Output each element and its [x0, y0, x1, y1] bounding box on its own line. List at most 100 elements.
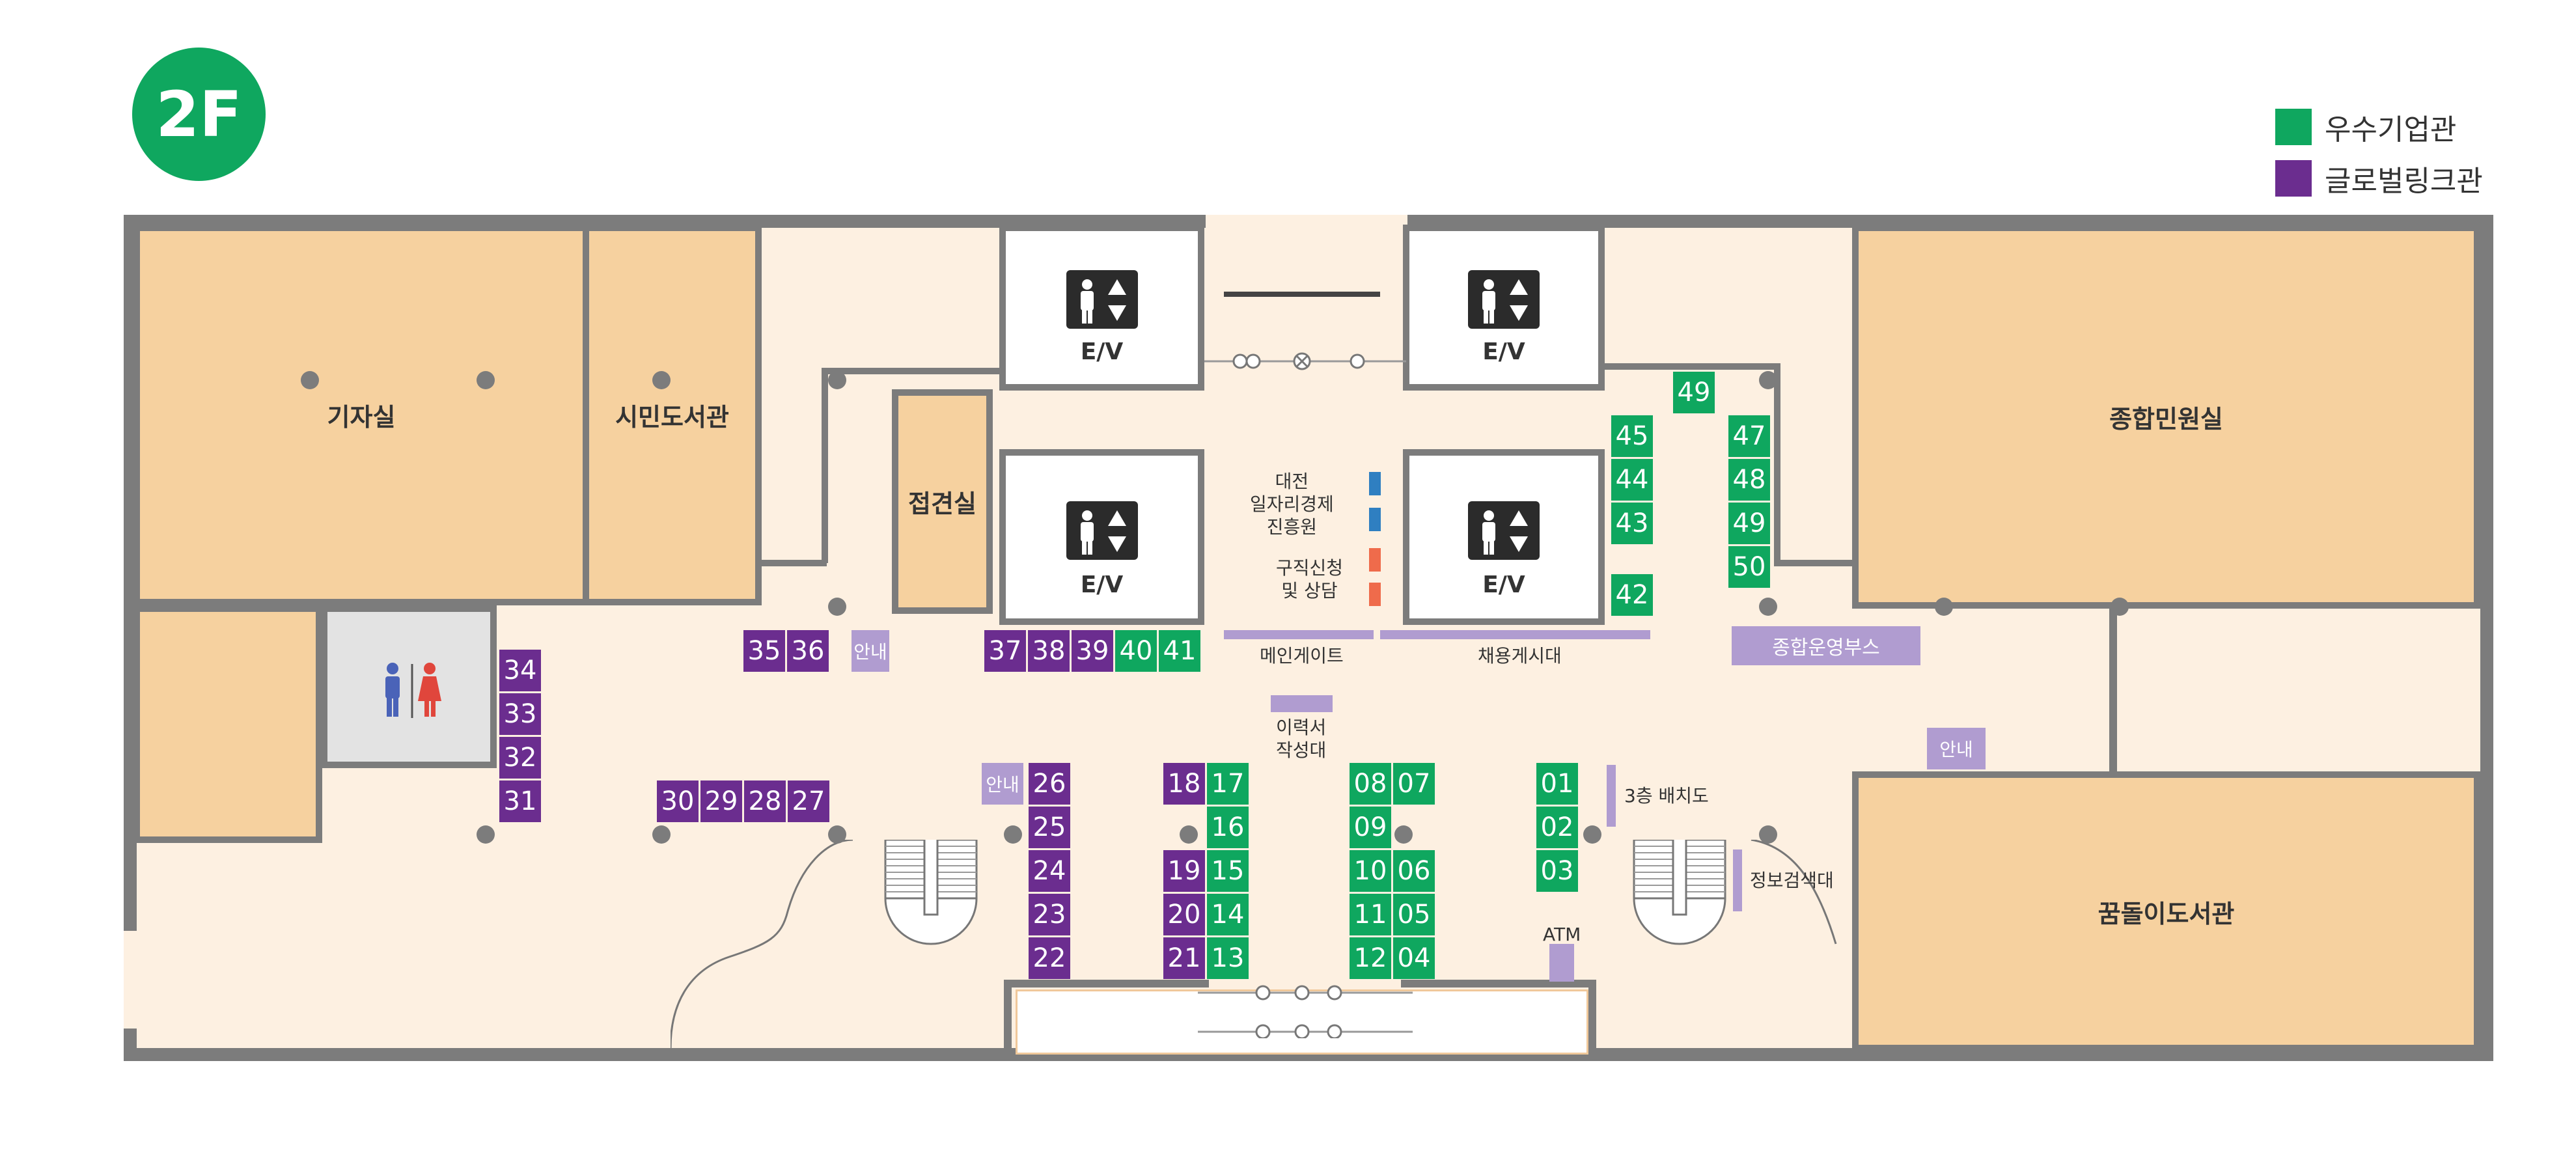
booth-09: 09: [1350, 807, 1391, 848]
booth-36: 36: [787, 630, 829, 672]
wall: [822, 368, 1017, 374]
elevator-label: E/V: [1482, 572, 1525, 598]
booth-38: 38: [1028, 630, 1070, 672]
booth-08: 08: [1350, 763, 1391, 805]
booth-24: 24: [1029, 850, 1070, 892]
booth-28: 28: [744, 780, 786, 822]
booth-31: 31: [499, 780, 541, 822]
booth-20: 20: [1163, 894, 1205, 935]
column: [828, 825, 846, 844]
booth-49-b: 49: [1728, 503, 1770, 544]
wall: [1774, 363, 1780, 565]
booth-22: 22: [1029, 937, 1070, 979]
booth-04: 04: [1393, 937, 1435, 979]
board-bar: [1380, 630, 1650, 639]
top-divider: [1224, 292, 1380, 297]
wall: [762, 560, 827, 566]
booth-02: 02: [1536, 807, 1578, 848]
bottom-gate-icon: [1198, 985, 1413, 1038]
booth-47: 47: [1728, 415, 1770, 457]
column: [1759, 825, 1777, 844]
marker-orange: [1369, 548, 1381, 572]
booth-27: 27: [788, 780, 829, 822]
elevator-label: E/V: [1482, 338, 1525, 365]
booth-06: 06: [1393, 850, 1435, 892]
room-kids-library: 꿈돌이도서관: [1852, 771, 2480, 1051]
top-gate-icon: [1204, 352, 1406, 370]
wall: [1588, 980, 1596, 1058]
legend-label: 우수기업관: [2325, 113, 2457, 146]
room-library: 시민도서관: [583, 225, 762, 605]
booth-17: 17: [1207, 763, 1249, 805]
booth-23: 23: [1029, 894, 1070, 935]
booth-48: 48: [1728, 459, 1770, 501]
column: [828, 598, 846, 616]
column: [652, 825, 671, 844]
wall: [1774, 560, 1855, 566]
booth-43: 43: [1611, 503, 1653, 544]
room-reception: 접견실: [892, 389, 993, 614]
booth-21: 21: [1163, 937, 1205, 979]
elevator-1: E/V: [999, 225, 1204, 391]
elevator-icon: [1066, 270, 1138, 329]
marker-blue: [1369, 472, 1381, 495]
label-info-search: 정보검색대: [1750, 870, 1834, 891]
elevator-icon: [1066, 501, 1138, 560]
room-storage: [133, 605, 322, 843]
booth-50: 50: [1728, 546, 1770, 588]
staircase-right: [1633, 840, 1837, 945]
column: [301, 371, 319, 389]
elevator-2: E/V: [1403, 225, 1605, 391]
legend-swatch-green: [2275, 109, 2312, 145]
booth-05: 05: [1393, 894, 1435, 935]
info-desk: 안내: [982, 763, 1023, 805]
booth-33: 33: [499, 693, 541, 735]
booth-11: 11: [1350, 894, 1391, 935]
booth-41: 41: [1159, 630, 1200, 672]
column: [477, 371, 495, 389]
booth-39: 39: [1072, 630, 1113, 672]
staircase-left: [671, 840, 978, 1049]
room-civil: 종합민원실: [1852, 225, 2480, 609]
column: [1583, 825, 1601, 844]
booth-30: 30: [657, 780, 699, 822]
restroom: [321, 605, 497, 768]
booth-01: 01: [1536, 763, 1578, 805]
column: [1004, 825, 1022, 844]
booth-42: 42: [1611, 574, 1653, 616]
ops-booth: 종합운영부스: [1732, 626, 1920, 665]
marker-orange: [1369, 583, 1381, 606]
label-atm: ATM: [1543, 924, 1581, 945]
main-gate-bar: [1224, 630, 1374, 639]
info-desk: 안내: [1927, 728, 1986, 769]
elevator-icon: [1468, 501, 1540, 560]
column: [1394, 825, 1413, 844]
booth-12: 12: [1350, 937, 1391, 979]
atm-machine: [1549, 944, 1574, 982]
booth-03: 03: [1536, 850, 1578, 892]
room-press: 기자실: [133, 225, 589, 605]
booth-44: 44: [1611, 459, 1653, 501]
column: [1180, 825, 1198, 844]
resume-desk: [1271, 695, 1333, 712]
column: [652, 371, 671, 389]
booth-32: 32: [499, 737, 541, 779]
marker-blue: [1369, 508, 1381, 531]
wall: [1004, 980, 1209, 987]
wall: [1004, 980, 1012, 1058]
entrance-area: [1016, 989, 1588, 1055]
left-opening: [124, 931, 137, 1029]
wall: [2109, 602, 2117, 775]
legend-item-excellent: 우수기업관: [2275, 106, 2456, 148]
elevator-3: E/V: [999, 449, 1204, 625]
column: [477, 825, 495, 844]
label-floor3-map: 3층 배치도: [1624, 785, 1709, 807]
legend-item-global: 글로벌링크관: [2275, 158, 2483, 199]
booth-49: 49: [1673, 372, 1715, 413]
infosearch-desk: [1733, 849, 1742, 911]
booth-29: 29: [700, 780, 742, 822]
booth-16: 16: [1207, 807, 1249, 848]
floor-badge: 2F: [132, 48, 266, 181]
